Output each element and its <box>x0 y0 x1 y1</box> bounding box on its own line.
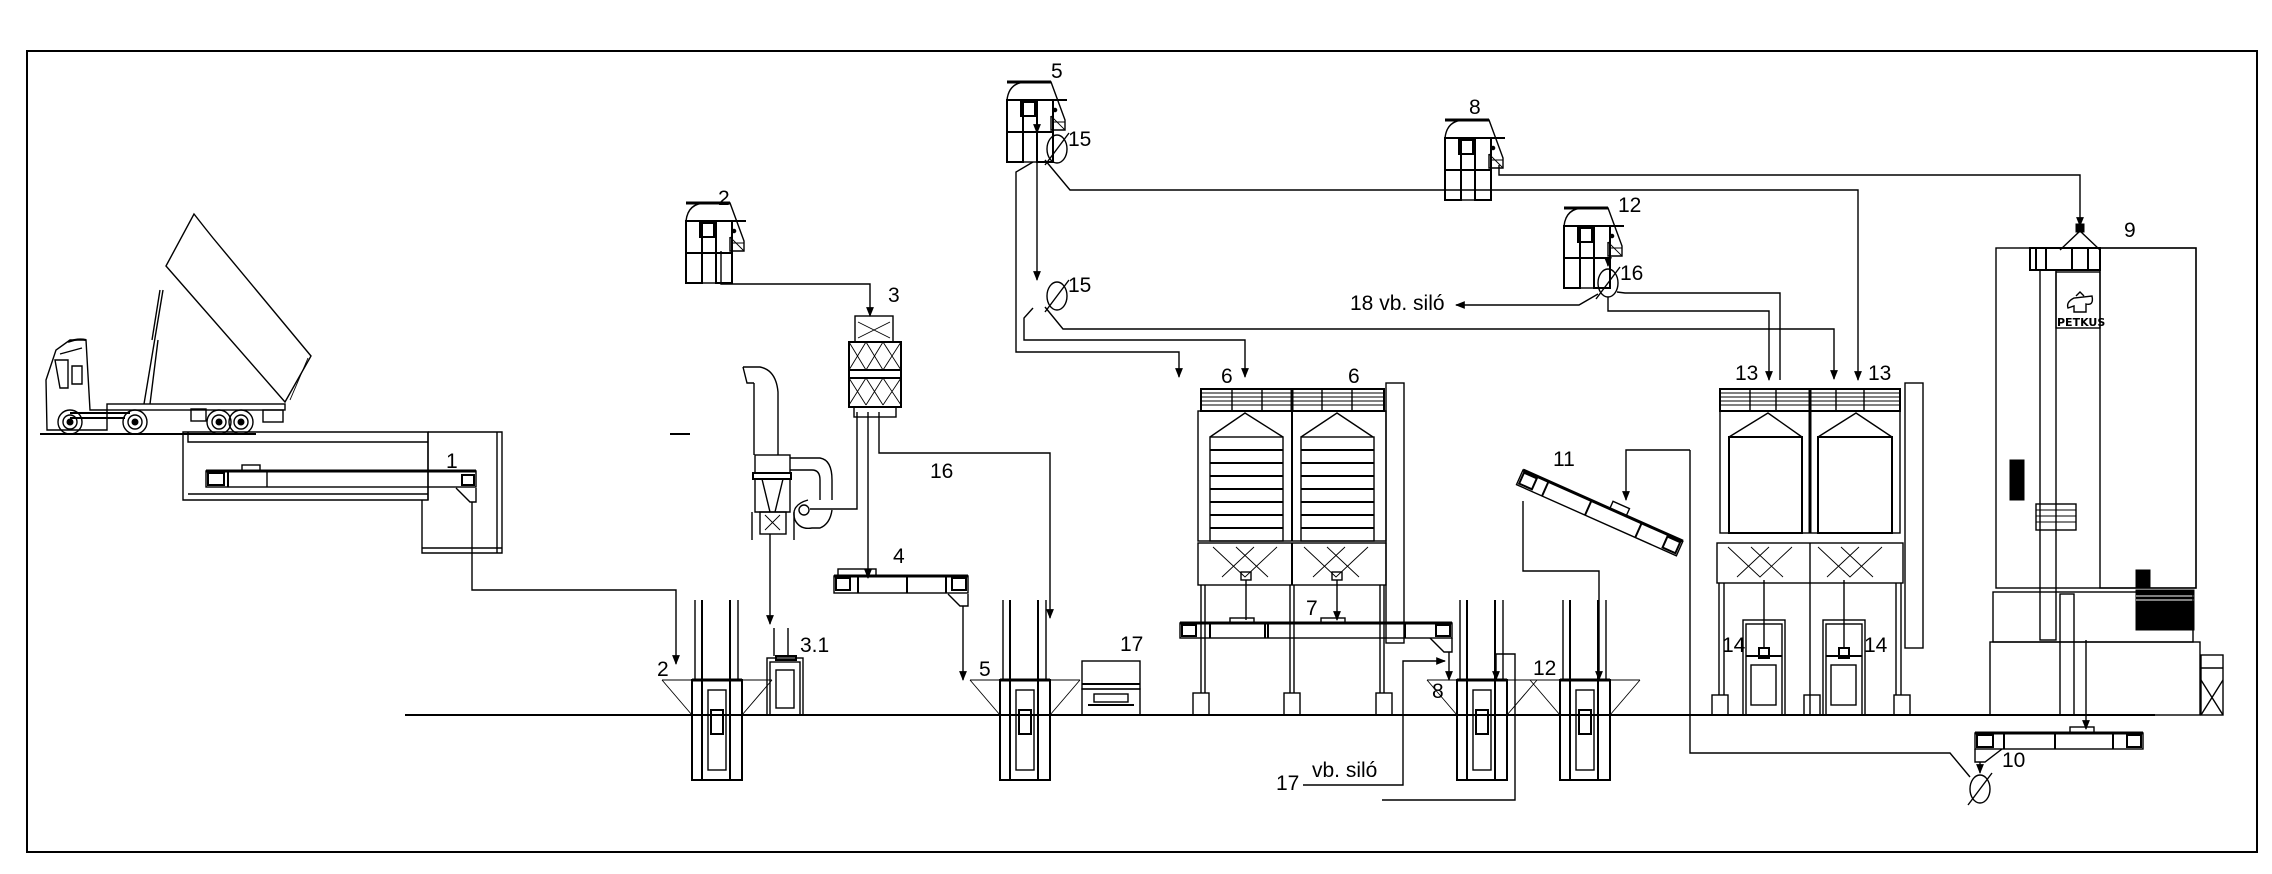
label-conveyor-10: 10 <box>2002 749 2025 772</box>
petkus-logo-text: PETKUS <box>2057 316 2105 329</box>
label-elevator-2-foot: 2 <box>657 658 669 681</box>
label-dust-bin-3-1: 3.1 <box>800 634 829 657</box>
dump-truck <box>45 212 312 435</box>
conveyor-10 <box>1974 726 2144 763</box>
label-elevator-5-head: 5 <box>1051 60 1063 83</box>
elevator-2-foot <box>660 598 774 782</box>
label-silo-13-right: 13 <box>1868 362 1891 385</box>
label-silo-18-ref: 18 vb. siló <box>1350 292 1445 315</box>
label-conveyor-11: 11 <box>1553 448 1575 471</box>
label-truck-17: 17 <box>1120 633 1143 656</box>
conveyor-11 <box>1515 468 1684 557</box>
aspiration-line <box>810 412 858 510</box>
intake-pit <box>182 431 503 554</box>
conveyor-7 <box>1179 617 1453 653</box>
flow-line-15-to-6-left <box>1015 161 1183 378</box>
flow-line-15-to-13-left <box>1044 306 1838 380</box>
label-elevator-8-head: 8 <box>1469 96 1481 119</box>
flow-line-16-to-13 <box>1616 291 1781 380</box>
ground-line <box>40 433 2155 716</box>
elevator-2-head <box>684 201 748 285</box>
label-loadout-14-left: 14 <box>1722 634 1746 657</box>
flow-line-16-to-13b <box>1607 297 1773 381</box>
label-cleaner-3: 3 <box>888 284 900 307</box>
silos-13 <box>1711 382 1924 716</box>
label-conveyor-4: 4 <box>893 545 905 568</box>
conveyor-1 <box>205 464 477 503</box>
flow-line-to-11 <box>1622 449 1690 501</box>
flow-line-17-silo-ref <box>1303 657 1446 786</box>
label-line-16: 16 <box>930 460 953 483</box>
label-dryer-9: 9 <box>2124 219 2136 242</box>
diverter-15-mid <box>1044 279 1070 313</box>
silos-6 <box>1192 382 1405 716</box>
flow-line-8-to-9 <box>1498 165 2084 227</box>
label-silo-6-left: 6 <box>1221 365 1233 388</box>
flow-line-16-waste <box>878 412 1054 619</box>
label-diverter-15-top: 15 <box>1068 128 1091 151</box>
dust-bin-3-1 <box>766 628 804 716</box>
waste-truck-17 <box>1081 660 1141 716</box>
label-elevator-2-head: 2 <box>718 187 730 210</box>
label-diverter-15-mid: 15 <box>1068 274 1091 297</box>
drawing-frame <box>26 50 2258 853</box>
label-conveyor-7: 7 <box>1306 597 1318 620</box>
flow-line-1-to-2 <box>471 502 680 665</box>
label-diverter-16: 16 <box>1620 262 1643 285</box>
diverter-15-top <box>1044 132 1070 166</box>
flow-line-10-to-8 <box>1382 653 1516 801</box>
label-elevator-12-head: 12 <box>1618 194 1641 217</box>
label-silo-17-ref-num: 17 <box>1276 772 1299 795</box>
flow-line-11-to-12 <box>1522 501 1603 681</box>
flow-line-15-to-6-right <box>1023 307 1249 378</box>
cleaner-3 <box>848 315 902 418</box>
flow-line-2-to-3 <box>720 251 874 317</box>
label-loadout-14-right: 14 <box>1864 634 1888 657</box>
flow-line-15-to-13-right <box>1044 159 1862 381</box>
diverter-16 <box>1595 266 1621 300</box>
cyclone-fan-3-1 <box>742 366 833 540</box>
label-elevator-12-foot: 12 <box>1533 657 1556 680</box>
label-elevator-8-foot: 8 <box>1432 680 1444 703</box>
elevator-8-head <box>1443 118 1507 202</box>
elevator-12-head <box>1562 206 1626 290</box>
label-silo-17-ref-text: vb. siló <box>1312 759 1377 782</box>
label-elevator-5-foot: 5 <box>979 658 991 681</box>
diverter-10 <box>1967 772 1993 806</box>
silo-6-discharge <box>1245 580 1337 620</box>
conveyor-4 <box>833 568 969 607</box>
flow-line-diverter-to-11 <box>1689 450 1971 778</box>
elevator-12-foot <box>1528 598 1642 782</box>
label-conveyor-1: 1 <box>446 450 458 473</box>
dryer-9: PETKUS <box>1989 223 2224 716</box>
label-silo-6-right: 6 <box>1348 365 1360 388</box>
truck-wheels <box>57 409 254 435</box>
flow-line-16-to-18 <box>1455 293 1599 309</box>
label-silo-13-left: 13 <box>1735 362 1758 385</box>
elevator-5-foot <box>968 598 1082 782</box>
